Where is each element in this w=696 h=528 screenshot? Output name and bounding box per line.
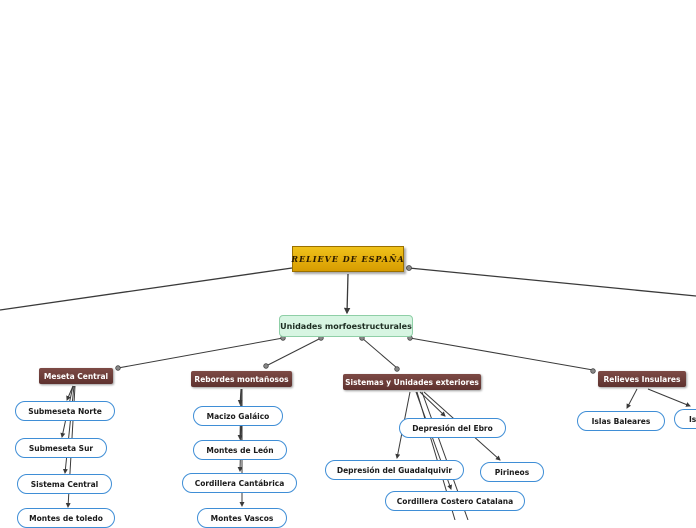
root-to-main (343, 273, 351, 315)
leaf-submeseta-norte[interactable]: Submeseta Norte (15, 401, 115, 421)
root-topic[interactable]: RELIEVE DE ESPAÑA (291, 246, 404, 272)
leaf-cordillera-cantabrica[interactable]: Cordillera Cantábrica (182, 473, 297, 493)
leaf-islas-baleares[interactable]: Islas Baleares (577, 411, 665, 431)
main-to-rebordes (265, 337, 322, 367)
sistemas-to-ebro (419, 391, 446, 417)
main-to-meseta (117, 337, 284, 369)
connector-knob[interactable] (263, 363, 269, 369)
leaf-sistema-central[interactable]: Sistema Central (17, 474, 112, 494)
leaf-depresion-del-ebro[interactable]: Depresión del Ebro (399, 418, 506, 438)
root-branch-right-knob[interactable] (406, 265, 412, 271)
main-to-insulares (409, 337, 594, 371)
leaf-montes-de-toledo[interactable]: Montes de toledo (17, 508, 115, 528)
leaf-cordillera-costero-catalana[interactable]: Cordillera Costero Catalana (385, 491, 525, 511)
insulares-to-canarias (647, 388, 691, 407)
leaf-macizo-galaico[interactable]: Macizo Galáico (193, 406, 283, 426)
connector-knob[interactable] (394, 366, 400, 372)
root-branch-left (0, 267, 293, 311)
meseta-to-central (62, 385, 75, 474)
connector-knob[interactable] (115, 365, 121, 371)
leaf-islas-canarias[interactable]: Islas Canarias (674, 409, 696, 429)
category-sistemas-exteriores[interactable]: Sistemas y Unidades exteriores (343, 374, 481, 390)
category-meseta-central[interactable]: Meseta Central (39, 368, 113, 384)
leaf-montes-de-leon[interactable]: Montes de León (193, 440, 287, 460)
category-relieves-insulares[interactable]: Relieves Insulares (598, 371, 686, 387)
leaf-pirineos[interactable]: Pirineos (480, 462, 544, 482)
connector-knob[interactable] (590, 368, 596, 374)
main-topic[interactable]: Unidades morfoestructurales (279, 315, 413, 337)
category-rebordes-montanosos[interactable]: Rebordes montañosos (191, 371, 292, 387)
leaf-depresion-del-guadalquivir[interactable]: Depresión del Guadalquivir (325, 460, 464, 480)
root-branch-right (408, 267, 696, 297)
leaf-montes-vascos[interactable]: Montes Vascos (197, 508, 287, 528)
main-to-sistemas (361, 337, 398, 369)
insulares-to-baleares (626, 388, 638, 409)
leaf-submeseta-sur[interactable]: Submeseta Sur (15, 438, 107, 458)
